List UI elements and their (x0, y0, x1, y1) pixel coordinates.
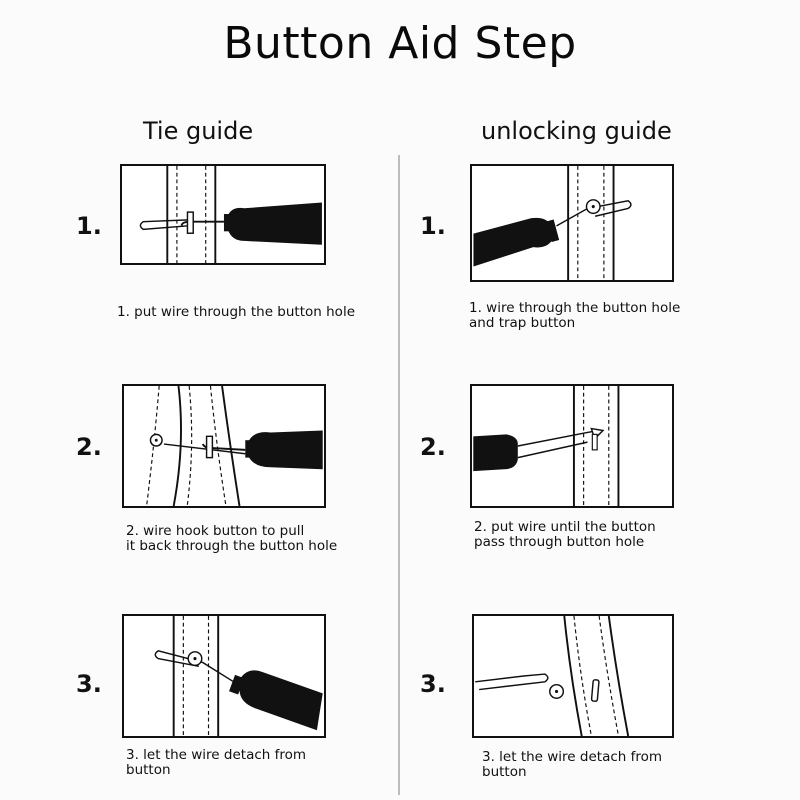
unlock-step-1-illustration (470, 164, 674, 282)
tie-step-3-illustration (122, 614, 326, 738)
button-aid-tool-icon (473, 434, 518, 472)
button-aid-tool-icon (245, 430, 323, 470)
caption-line: 1. wire through the button hole (469, 300, 681, 316)
tie-step-1-number: 1. (76, 212, 102, 240)
tie-step-2-illustration (122, 384, 326, 508)
caption-line: and trap button (469, 315, 576, 331)
unlock-step-3-drawing (475, 616, 630, 736)
button-aid-tool-icon (223, 202, 322, 245)
unlock-step-3-number: 3. (420, 670, 446, 698)
unlock-step-3-illustration (472, 614, 674, 738)
tie-step-1-illustration (120, 164, 326, 265)
caption-line: pass through button hole (474, 534, 645, 550)
unlock-step-1-number: 1. (420, 212, 446, 240)
caption-line: 2. wire hook button to pull (126, 523, 305, 539)
button-icon (186, 211, 194, 234)
unlock-step-3-caption: 3. let the wire detach from button (482, 750, 662, 780)
caption-line: it back through the button hole (126, 538, 338, 554)
button-aid-tool-icon (229, 670, 323, 731)
unlock-step-1-caption: 1. wire through the button hole and trap… (469, 301, 680, 331)
caption-line: 2. put wire until the button (474, 519, 656, 535)
unlocking-guide-heading: unlocking guide (481, 117, 672, 145)
caption-line: 3. let the wire detach from (482, 749, 663, 765)
caption-line: button (126, 762, 171, 778)
tie-step-2-drawing (146, 386, 323, 506)
tie-step-3-number: 3. (76, 670, 102, 698)
tie-step-3-caption: 3. let the wire detach from button (126, 748, 306, 778)
tie-step-2-caption: 2. wire hook button to pull it back thro… (126, 524, 337, 554)
tie-guide-heading: Tie guide (143, 117, 254, 145)
unlock-step-2-number: 2. (420, 433, 446, 461)
unlock-step-2-caption: 2. put wire until the button pass throug… (474, 520, 656, 550)
button-aid-tool-icon (473, 217, 560, 267)
caption-line: 1. put wire through the button hole (117, 304, 355, 320)
unlock-step-2-drawing (473, 386, 620, 506)
unlock-step-1-drawing (473, 166, 632, 280)
unlock-step-2-illustration (470, 384, 674, 508)
tie-step-2-number: 2. (76, 433, 102, 461)
tie-step-1-drawing (139, 166, 322, 263)
button-aid-tool-icon (475, 673, 549, 691)
caption-line: button (482, 764, 527, 780)
tie-step-1-caption: 1. put wire through the button hole (117, 305, 355, 320)
page-title: Button Aid Step (223, 18, 577, 69)
column-divider (398, 155, 400, 795)
tie-step-3-drawing (154, 616, 323, 736)
caption-line: 3. let the wire detach from (126, 747, 307, 763)
